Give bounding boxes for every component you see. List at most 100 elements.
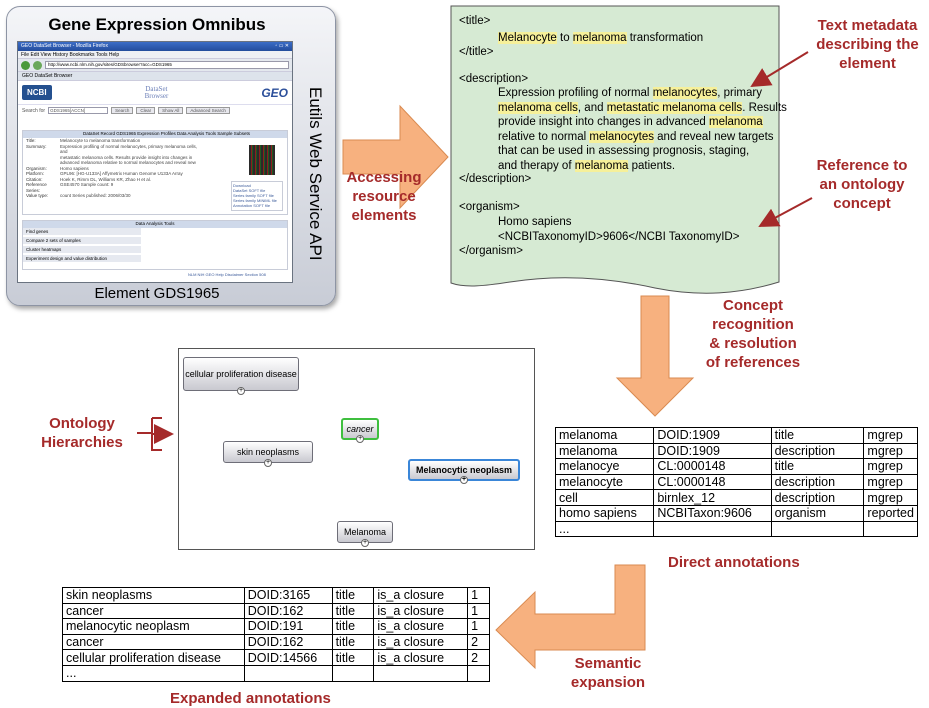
table-cell: skin neoplasms <box>62 587 245 604</box>
xml-text-run: transformation <box>626 32 704 44</box>
record-value: Hoek K, Rimm DL, Williams KR, Zhao H et … <box>60 176 152 182</box>
table-cell: cellular proliferation disease <box>62 649 245 666</box>
search-bar: Search for GDS1965[ACCN] Search Clear Sh… <box>18 105 292 116</box>
ontology-panel: cellular proliferation disease+ cancer+ … <box>178 348 535 550</box>
node-skin-neoplasms[interactable]: skin neoplasms + <box>223 441 313 467</box>
table-row: ... <box>554 520 918 538</box>
download-link[interactable]: DataSet SOFT file <box>233 188 266 193</box>
cluster-heatmap-thumbnail[interactable] <box>249 145 275 175</box>
table-cell: 2 <box>467 649 490 666</box>
record-value: Expression profiling of normal melanocyt… <box>60 143 198 155</box>
find-genes-item[interactable]: Find genes <box>23 228 141 236</box>
table-cell: ... <box>62 664 245 682</box>
table-cell: CL:0000148 <box>653 458 772 475</box>
table-cell: melanoma <box>554 427 655 444</box>
table-cell <box>770 520 865 538</box>
table-cell: description <box>770 473 865 491</box>
search-input[interactable]: GDS1965[ACCN] <box>48 107 109 114</box>
record-value: GSE4570 Sample count: 9 <box>60 182 114 187</box>
url-field[interactable]: http://www.ncbi.nlm.nih.gov/sites/GDSbro… <box>45 61 289 69</box>
search-button[interactable]: Search <box>111 107 134 114</box>
browser-menu[interactable]: File Edit View History Bookmarks Tools H… <box>18 51 292 59</box>
table-cell: title <box>770 427 865 444</box>
record-value: advanced melanoma relative to normal mel… <box>60 160 196 165</box>
xml-text-run: to <box>556 32 573 44</box>
highlighted-term: melanoma <box>572 32 627 44</box>
table-cell: title <box>331 649 375 666</box>
download-link[interactable]: Annotation SOFT file <box>233 203 271 208</box>
dsb-line-2: Browser <box>144 91 169 100</box>
table-cell: ... <box>554 520 655 538</box>
table-cell: NCBITaxon:9606 <box>653 504 772 522</box>
expand-icon[interactable]: + <box>237 387 245 395</box>
table-cell: CL:0000148 <box>653 473 772 491</box>
geo-title: Gene Expression Omnibus <box>48 15 266 34</box>
table-cell: DOID:1909 <box>653 427 772 444</box>
download-link[interactable]: Series family SOFT file <box>233 193 274 198</box>
node-label: skin neoplasms <box>236 446 300 457</box>
table-cell: title <box>331 633 375 651</box>
table-cell: DOID:14566 <box>243 649 333 666</box>
record-row: Organism:Homo sapiens <box>23 166 287 172</box>
table-cell: organism <box>770 504 865 522</box>
node-label: cellular proliferation disease <box>185 368 297 379</box>
table-cell: title <box>331 602 375 620</box>
browser-tab[interactable]: GEO DataSet Browser <box>18 72 292 81</box>
xml-organism-name: Homo sapiens <box>498 216 572 228</box>
expand-icon[interactable]: + <box>264 459 272 467</box>
node-melanocytic-neoplasm[interactable]: Melanocytic neoplasm+ <box>408 459 520 484</box>
record-row: Citation:Hoek K, Rimm DL, Williams KR, Z… <box>23 177 287 183</box>
expand-icon[interactable]: + <box>356 435 364 443</box>
table-cell: DOID:3165 <box>243 587 333 604</box>
record-key: Summary: <box>26 143 47 149</box>
clear-button[interactable]: Clear <box>136 107 156 114</box>
direct-annotations-caption: Direct annotations <box>668 554 800 571</box>
expand-icon[interactable]: + <box>460 476 468 484</box>
table-cell: DOID:1909 <box>653 442 772 460</box>
table-cell: 1 <box>467 618 490 635</box>
expand-icon[interactable]: + <box>361 539 369 547</box>
record-row: Value type:count Series published: 2006/… <box>23 193 287 199</box>
dsb-line-1: DataSet <box>145 84 168 93</box>
record-key: Platform: <box>26 171 45 176</box>
ncbi-logo[interactable]: NCBI <box>22 85 52 100</box>
advanced-search-button[interactable]: Advanced Search <box>186 107 230 114</box>
record-value: GPL96: [HG-U133A] Affymetrix Human Genom… <box>60 171 183 176</box>
node-label: Melanoma <box>343 526 387 537</box>
analysis-head: Data Analysis Tools <box>23 221 287 228</box>
table-cell: mgrep <box>863 458 918 475</box>
record-row: metastatic melanoma cells. Results provi… <box>23 155 287 161</box>
back-icon[interactable] <box>21 60 30 70</box>
ontology-hier-bracket <box>137 417 162 451</box>
table-cell: homo sapiens <box>554 504 655 522</box>
eutils-api-label: Eutils Web Service API <box>306 87 325 261</box>
ontology-ref-callout-line <box>758 197 813 227</box>
browser-footer[interactable]: NLM NIH GEO Help Disclaimer Section 508 <box>188 272 266 277</box>
table-cell: DOID:162 <box>243 602 333 620</box>
table-cell: is_a closure <box>373 618 469 635</box>
record-head[interactable]: DataSet Record GDS1965 Expression Profil… <box>23 131 287 138</box>
experiment-item[interactable]: Experiment design and value distribution <box>23 255 141 263</box>
table-cell: melanocye <box>554 458 655 475</box>
cluster-item[interactable]: Cluster heatmaps <box>23 246 141 254</box>
node-cellular-proliferation[interactable]: cellular proliferation disease + <box>183 357 299 395</box>
geo-logo[interactable]: GEO <box>261 85 288 100</box>
table-cell: is_a closure <box>373 649 469 666</box>
compare-item[interactable]: Compare 2 sets of samples <box>23 237 141 245</box>
table-cell <box>653 520 772 538</box>
node-label: cancer <box>346 423 374 434</box>
dataset-record: DataSet Record GDS1965 Expression Profil… <box>22 130 288 215</box>
record-key: Reference Series: <box>26 182 47 193</box>
show-all-button[interactable]: Show All <box>158 107 184 114</box>
table-cell: 2 <box>467 633 490 651</box>
download-link[interactable]: Series family MINiML file <box>233 198 277 203</box>
node-melanoma[interactable]: Melanoma + <box>337 521 393 547</box>
table-cell: melanoma <box>554 442 655 460</box>
node-cancer[interactable]: cancer+ <box>341 418 379 443</box>
window-controls-icon[interactable]: ▫ ▭ ✕ <box>275 43 289 49</box>
forward-icon[interactable] <box>33 60 42 70</box>
